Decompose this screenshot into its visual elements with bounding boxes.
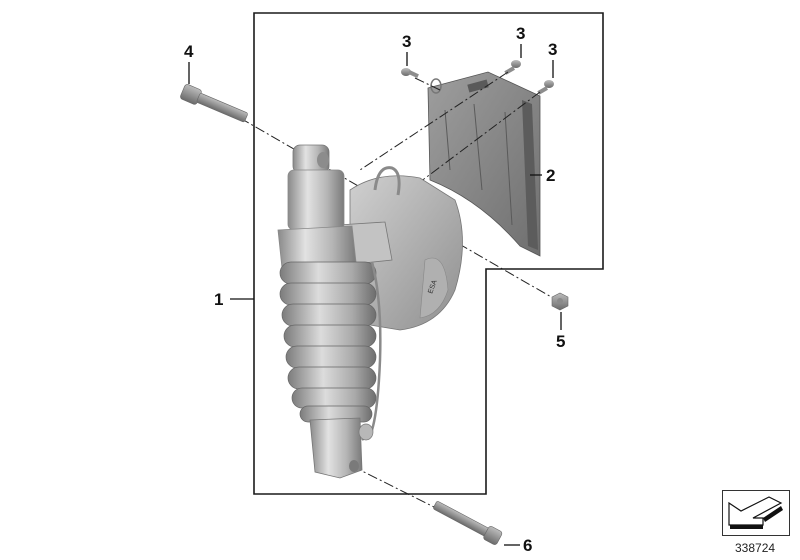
- back-navigation-button[interactable]: [722, 490, 790, 536]
- catalog-number: 338724: [735, 541, 776, 555]
- arrow-back-icon: [728, 496, 783, 529]
- shock-absorber-part: [277, 144, 382, 479]
- callout-3-left[interactable]: 3: [402, 32, 412, 51]
- callout-4[interactable]: 4: [184, 42, 194, 61]
- upper-bolt-part: [180, 84, 248, 123]
- nut-part: [551, 292, 569, 311]
- callout-5[interactable]: 5: [556, 332, 566, 351]
- callout-leaders: [188, 44, 562, 546]
- callout-2[interactable]: 2: [546, 166, 556, 185]
- screw-3-left: [401, 68, 419, 79]
- lower-bolt-part: [433, 501, 503, 545]
- spring-coils: [279, 261, 377, 423]
- callout-3-middle[interactable]: 3: [516, 24, 526, 43]
- callout-6[interactable]: 6: [523, 536, 533, 555]
- callout-3-right[interactable]: 3: [548, 40, 558, 59]
- esa-label: ESA: [427, 279, 438, 295]
- callout-1[interactable]: 1: [214, 290, 224, 309]
- assembly-frame: [253, 12, 604, 495]
